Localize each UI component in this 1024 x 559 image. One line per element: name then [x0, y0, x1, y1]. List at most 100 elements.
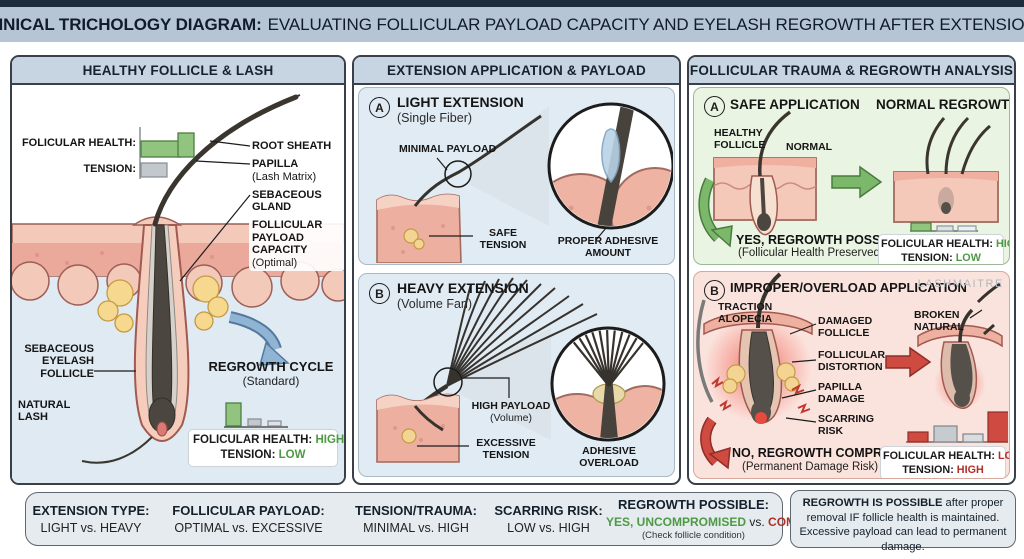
label-minimal-payload: MINIMAL PAYLOAD: [399, 143, 497, 155]
overload-health-label: FOLICULAR HEALTH:: [883, 450, 995, 462]
safe-application-box: A SAFE APPLICATION NORMAL REGROWTH HEALT…: [693, 87, 1010, 265]
label-proper-adhesive: PROPER ADHESIVE AMOUNT: [557, 235, 659, 259]
panel-extension-application: EXTENSION APPLICATION & PAYLOAD: [352, 55, 681, 485]
safe-tension-value: LOW: [955, 252, 981, 265]
regrowth-cycle-bars-icon: [224, 402, 288, 428]
legend-regrowth-sub: (Check follicle condition): [642, 530, 745, 541]
legend-note-box: REGROWTH IS POSSIBLE after proper remova…: [790, 490, 1016, 553]
label-adhesive-overload: ADHESIVE OVERLOAD: [579, 445, 639, 469]
legend-tension-trauma-value: MINIMAL vs. HIGH: [363, 521, 469, 535]
legend-extension-type-value: LIGHT vs. HEAVY: [40, 521, 142, 535]
legend-tension-trauma-title: TENSION/TRAUMA:: [354, 503, 478, 518]
panel2-header: EXTENSION APPLICATION & PAYLOAD: [354, 57, 679, 85]
legend-follicular-payload: FOLLICULAR PAYLOAD: OPTIMAL vs. EXCESSIV…: [156, 503, 341, 535]
panel1-header: HEALTHY FOLLICLE & LASH: [12, 57, 344, 85]
adhesive-blob-icon: [601, 128, 621, 184]
legend-regrowth-vs: vs.: [749, 515, 765, 529]
meter-health-label: FOLICULAR HEALTH:: [21, 137, 136, 149]
legend-scarring-risk-value: LOW vs. HIGH: [507, 521, 590, 535]
regrowth-cycle-title: REGROWTH CYCLE: [208, 359, 334, 374]
panel1-status-box: FOLICULAR HEALTH: HIGH TENSION: LOW: [188, 429, 344, 467]
p1-tension-value: LOW: [278, 448, 306, 461]
legend-tension-trauma: TENSION/TRAUMA: MINIMAL vs. HIGH: [341, 503, 491, 535]
p1-health-label: FOLICULAR HEALTH:: [193, 434, 313, 446]
meter-tension-label: TENSION:: [83, 163, 136, 175]
overload-application-box: B IMPROPER/OVERLOAD APPLICATION LASHMAIT…: [693, 271, 1010, 479]
regrowth-cycle-arrow-icon: [228, 311, 290, 366]
legend-extension-type-title: EXTENSION TYPE:: [32, 503, 150, 518]
regrowth-cycle-sub: (Standard): [242, 374, 300, 388]
legend-regrowth-title: REGROWTH POSSIBLE:: [618, 497, 769, 512]
label-traction-alopecia: TRACTION ALOPECIA: [718, 301, 773, 325]
heavy-extension-box: B HEAVY EXTENSION (Volume Fan) HIGH PAYL…: [358, 273, 675, 477]
label-healthy-follicle: HEALTHY FOLLICLE: [714, 127, 766, 151]
overload-tension-value: HIGH: [956, 464, 984, 477]
note-rest: after proper removal IF follicle health …: [799, 497, 1007, 553]
panel3-header: FOLLICULAR TRAUMA & REGROWTH ANALYSIS: [689, 57, 1014, 85]
legend-bar: EXTENSION TYPE: LIGHT vs. HEAVY FOLLICUL…: [25, 492, 860, 546]
heavy-extension-illustration: [376, 277, 666, 463]
legend-scarring-risk-title: SCARRING RISK:: [494, 503, 603, 518]
light-extension-title: LIGHT EXTENSION: [397, 94, 524, 110]
label-high-payload-sub: (Volume): [489, 412, 532, 424]
safe-application-illustration: [698, 110, 999, 248]
label-broken-natural: BROKEN NATURAL: [914, 309, 964, 333]
regrowth-cycle-title-block: REGROWTH CYCLE (Standard): [204, 359, 338, 388]
safe-application-badge: A: [704, 96, 725, 117]
label-scarring-risk: SCARRING RISK: [818, 413, 875, 437]
label-safe-tension: SAFE TENSION: [479, 227, 527, 251]
label-papilla-damage: PAPILLA DAMAGE: [818, 381, 865, 405]
label-root-sheath: ROOT SHEATH: [252, 140, 332, 152]
label-follicular-distortion: FOLLICULAR DISTORTION: [818, 349, 886, 373]
label-high-payload-block: HIGH PAYLOAD (Volume): [463, 400, 559, 424]
overload-badge: B: [704, 280, 725, 301]
title-band: CLINICAL TRICHOLOGY DIAGRAM: EVALUATING …: [0, 7, 1024, 42]
label-eyelash-follicle: SEBACEOUS EYELASH FOLLICLE: [24, 343, 94, 380]
panel1-body: FOLICULAR HEALTH: TENSION: ROOT SHEATH P…: [12, 85, 344, 483]
label-payload-capacity-box: FOLLICULAR PAYLOAD CAPACITY (Optimal): [249, 217, 344, 271]
panel-trauma-regrowth: FOLLICULAR TRAUMA & REGROWTH ANALYSIS: [687, 55, 1016, 485]
label-papilla-sub: (Lash Matrix): [252, 171, 317, 183]
label-payload-capacity: FOLLICULAR PAYLOAD CAPACITY: [252, 219, 323, 257]
heavy-extension-badge: B: [369, 283, 390, 304]
panel-healthy-follicle: HEALTHY FOLLICLE & LASH: [10, 55, 346, 485]
damage-bars-icon: [906, 411, 1008, 443]
label-papilla: PAPILLA: [252, 158, 299, 170]
legend-extension-type: EXTENSION TYPE: LIGHT vs. HEAVY: [26, 503, 156, 535]
safe-health-label: FOLICULAR HEALTH:: [881, 238, 993, 250]
health-tension-meter-icon: [139, 127, 195, 179]
overload-health-value: LOW: [997, 450, 1009, 462]
label-damaged-follicle: DAMAGED FOLLICLE: [818, 315, 873, 339]
magnifier-small-circle-icon: [444, 160, 472, 188]
overload-tension-label: TENSION:: [902, 464, 954, 477]
safe-status-box: FOLICULAR HEALTH: HIGH TENSION: LOW: [878, 234, 1009, 265]
light-extension-box: A LIGHT EXTENSION (Single Fiber) MINIMAL…: [358, 87, 675, 265]
light-extension-sub: (Single Fiber): [397, 111, 473, 125]
legend-regrowth-line: YES, UNCOMPROMISED vs. COMPROMISED: [606, 515, 860, 529]
safe-health-bars-icon: [910, 222, 978, 232]
safe-tension-label: TENSION:: [901, 252, 953, 265]
overload-verdict-sub: (Permanent Damage Risk): [742, 461, 879, 473]
legend-scarring-risk: SCARRING RISK: LOW vs. HIGH: [491, 503, 606, 535]
legend-follicular-payload-title: FOLLICULAR PAYLOAD:: [172, 503, 325, 518]
label-high-payload: HIGH PAYLOAD: [471, 400, 551, 412]
magnifier-small-circle-icon: [433, 367, 463, 397]
label-excessive-tension: EXCESSIVE TENSION: [476, 437, 536, 461]
normal-regrowth-title: NORMAL REGROWTH: [876, 97, 1010, 112]
top-navy-strip: [0, 0, 1024, 7]
legend-regrowth-possible: REGROWTH POSSIBLE: YES, UNCOMPROMISED vs…: [606, 497, 860, 541]
panel3-body: A SAFE APPLICATION NORMAL REGROWTH HEALT…: [689, 85, 1014, 483]
safe-verdict: YES, REGROWTH POSSIBLE: [736, 233, 909, 247]
p1-health-value: HIGH: [315, 434, 345, 446]
overload-illustration: [696, 272, 1008, 470]
curved-down-arrow-green-icon: [698, 177, 733, 248]
heavy-extension-title: HEAVY EXTENSION: [397, 280, 529, 296]
heavy-extension-sub: (Volume Fan): [397, 297, 473, 311]
overload-status-box: FOLICULAR HEALTH: LOW TENSION: HIGH: [880, 446, 1009, 478]
label-sebaceous-gland: SEBACEOUS GLAND: [252, 189, 322, 214]
light-extension-illustration: [376, 102, 673, 263]
regrowth-lashes-icon: [925, 116, 991, 175]
safe-health-value: HIGH: [995, 238, 1009, 250]
label-normal: NORMAL: [786, 141, 833, 153]
